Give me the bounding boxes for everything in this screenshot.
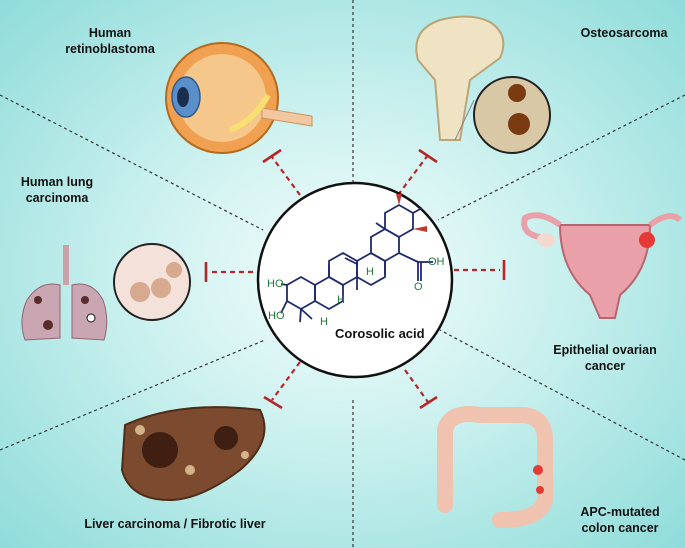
compound-name: Corosolic acid	[335, 326, 425, 341]
label-ovarian-line2: cancer	[584, 359, 626, 373]
stereo-methyls	[396, 194, 427, 232]
center-circle	[256, 181, 454, 379]
label-retinoblastoma: Human retinoblastoma	[60, 25, 160, 57]
bone-illustration	[415, 15, 551, 154]
lung-illustration	[21, 243, 191, 341]
label-ho-top: HO	[267, 278, 284, 290]
label-ovarian-line1: Epithelial ovarian	[553, 343, 657, 357]
label-h-1: H	[320, 316, 328, 328]
molecule-structure	[280, 203, 433, 323]
label-ovarian: Epithelial ovarian cancer	[540, 342, 670, 374]
label-lung-line2: carcinoma	[25, 191, 89, 205]
ovary-illustration	[521, 212, 683, 319]
label-osteosarcoma: Osteosarcoma	[574, 25, 674, 41]
label-retinoblastoma-line1: Human	[88, 26, 132, 40]
label-colon-line1: APC-mutated	[580, 505, 660, 519]
label-retinoblastoma-line2: retinoblastoma	[65, 42, 155, 56]
label-colon: APC-mutated colon cancer	[570, 504, 670, 536]
label-oh: OH	[428, 256, 445, 268]
eye-illustration	[165, 42, 313, 154]
label-o: O	[414, 281, 423, 293]
liver-illustration	[120, 406, 266, 502]
label-osteosarcoma-line1: Osteosarcoma	[580, 26, 668, 40]
colon-illustration	[437, 406, 553, 528]
inhibition-arrows	[210, 154, 500, 403]
label-colon-line2: colon cancer	[581, 521, 659, 535]
label-lung: Human lung carcinoma	[12, 174, 102, 206]
label-liver: Liver carcinoma / Fibrotic liver	[55, 516, 295, 532]
inhibition-bars	[204, 148, 506, 410]
label-h-3: H	[366, 266, 374, 278]
label-liver-line1: Liver carcinoma / Fibrotic liver	[84, 517, 266, 531]
label-ho-bottom: HO	[268, 310, 285, 322]
label-h-2: H	[337, 294, 345, 306]
label-lung-line1: Human lung	[20, 175, 94, 189]
